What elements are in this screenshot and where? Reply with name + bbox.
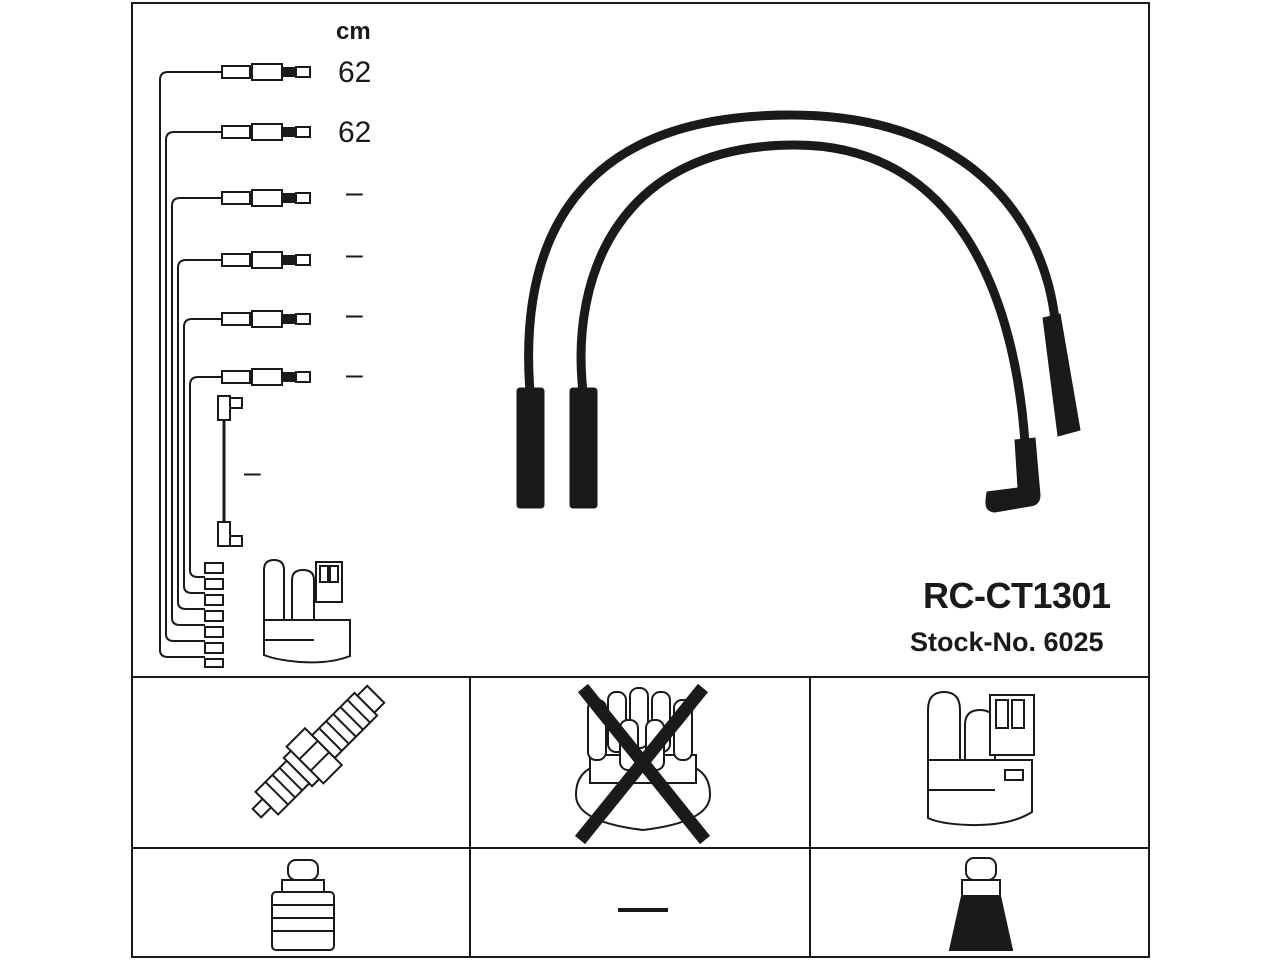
boot-outer-left xyxy=(516,387,545,509)
boot-inner-left xyxy=(569,387,598,509)
lead-line-2 xyxy=(165,131,222,642)
lead-line-3 xyxy=(171,197,222,626)
stock-number: Stock-No. 6025 xyxy=(910,627,1104,657)
lead-schematic xyxy=(159,71,224,668)
cable-outer xyxy=(524,110,1060,397)
lead-line-6 xyxy=(189,376,222,578)
connector-5 xyxy=(221,310,311,328)
spark-plug-icon xyxy=(251,684,386,819)
connector-3 xyxy=(221,189,311,207)
coil-pack-thumbnail xyxy=(263,558,351,664)
cable-boots xyxy=(516,313,1081,513)
spark-plug-boot-icon xyxy=(271,859,335,951)
boot-inner-right-angled xyxy=(985,437,1041,513)
not-included-cross-icon xyxy=(574,683,711,845)
lead-line-5 xyxy=(183,318,222,594)
connector-6 xyxy=(221,368,311,386)
boot-outer-right xyxy=(1042,313,1081,437)
lead-line-4 xyxy=(177,259,222,610)
lead-length-6: – xyxy=(346,358,363,391)
lead-line-1 xyxy=(159,71,222,658)
lead-terminals xyxy=(204,562,224,668)
cable-inner xyxy=(576,140,1030,448)
unit-label: cm xyxy=(336,18,371,45)
diagram-frame xyxy=(131,2,1150,958)
lead-length-3: – xyxy=(346,176,363,209)
lead-length-4: – xyxy=(346,238,363,271)
part-number: RC-CT1301 xyxy=(923,575,1111,616)
lead-length-1: 62 xyxy=(338,56,372,89)
lead-length-5: – xyxy=(346,298,363,331)
coil-lead-length: – xyxy=(244,456,261,489)
connector-2 xyxy=(221,123,311,141)
connector-4 xyxy=(221,251,311,269)
connector-1 xyxy=(221,63,311,81)
ignition-coil-icon xyxy=(927,690,1035,827)
lead-connectors xyxy=(221,63,311,386)
coil-boot-icon xyxy=(948,857,1014,951)
lead-length-2: 62 xyxy=(338,116,372,149)
coil-lead xyxy=(217,395,243,547)
cable-set-illustration xyxy=(524,110,1060,448)
